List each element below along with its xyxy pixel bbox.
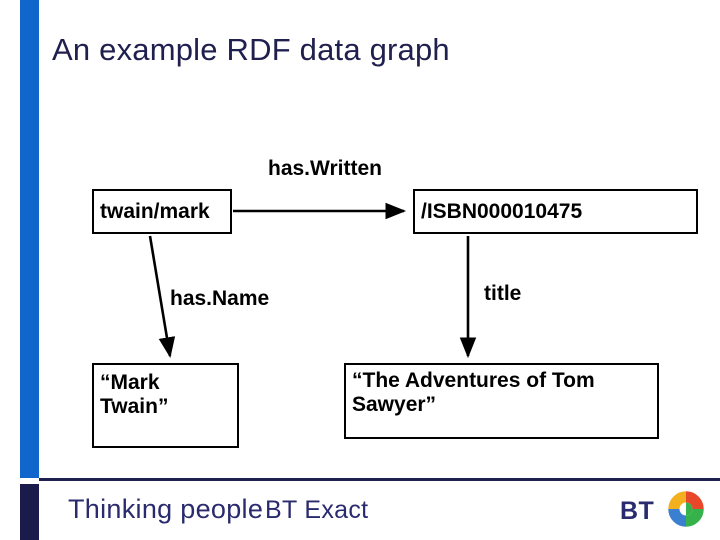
footer-divider — [39, 478, 720, 481]
node-book-title-literal[interactable]: “The Adventures of Tom Sawyer” — [344, 363, 659, 439]
footer-brand: BT Exact — [265, 496, 369, 524]
left-accent-bar-blue — [20, 0, 39, 478]
node-twain-mark[interactable]: twain/mark — [92, 189, 232, 234]
footer-tagline: Thinking people — [68, 494, 264, 524]
bt-globe-icon — [665, 488, 707, 530]
footer-bt-logo-text: BT — [620, 497, 655, 525]
node-mark-twain-literal[interactable]: “Mark Twain” — [92, 363, 239, 448]
edge-label-has-name: has.Name — [170, 287, 270, 310]
edge-label-has-written: has.Written — [268, 157, 382, 180]
page-title: An example RDF data graph — [52, 32, 450, 67]
left-accent-bar-navy — [20, 484, 39, 540]
edge-label-title: title — [484, 282, 522, 305]
node-isbn[interactable]: /ISBN000010475 — [413, 189, 698, 234]
